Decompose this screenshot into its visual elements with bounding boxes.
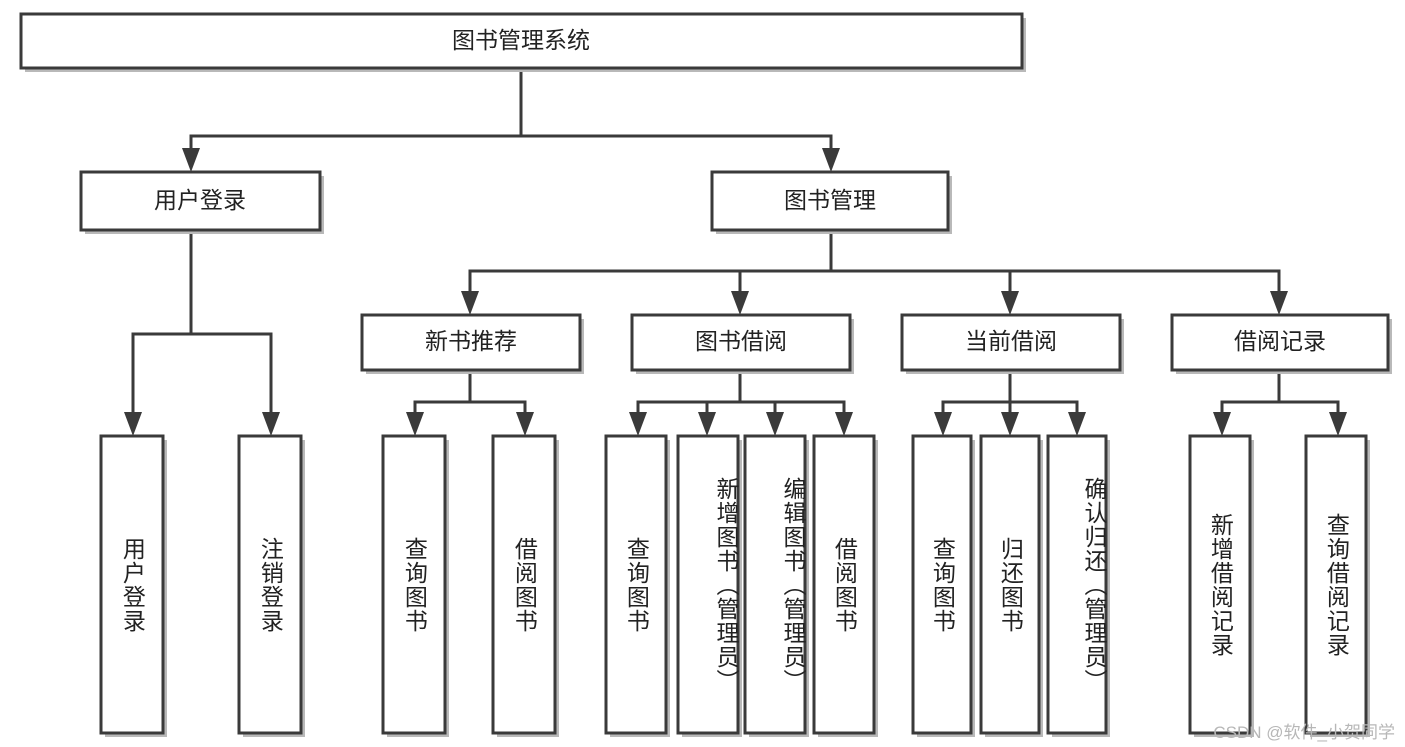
node-book-management-label: 图书管理: [784, 187, 876, 213]
node-borrow-record[interactable]: 借阅记录: [1170, 313, 1392, 374]
leaf-currentborrow-return[interactable]: [979, 434, 1043, 737]
arrow-head-borrow-record: [1270, 291, 1288, 315]
leaf-user-login[interactable]: [99, 434, 167, 737]
leaf-borrowrecord-query-box[interactable]: [1304, 434, 1368, 735]
connector-layer: [124, 66, 1347, 436]
node-user-login[interactable]: 用户登录: [79, 170, 324, 234]
leaf-bookborrow-add[interactable]: [676, 434, 742, 737]
node-book-borrow-box[interactable]: [630, 313, 852, 372]
node-borrow-record-label: 借阅记录: [1234, 328, 1326, 354]
leaf-borrowrecord-add-box[interactable]: [1188, 434, 1252, 735]
node-root-label: 图书管理系统: [452, 27, 590, 53]
arrow-head-leaf-logout: [262, 412, 280, 436]
arrow-head-newbook-leaf1: [406, 412, 424, 436]
leaf-user-login-box[interactable]: [99, 434, 165, 735]
arrow-head-borrowrecord-leaf2: [1329, 412, 1347, 436]
node-new-book-recommend[interactable]: 新书推荐: [360, 313, 584, 374]
arrow-head-borrowrecord-leaf1: [1213, 412, 1231, 436]
leaf-borrowrecord-query[interactable]: [1304, 434, 1370, 737]
node-book-management[interactable]: 图书管理: [710, 170, 952, 234]
arrow-head-bookborrow-leaf2: [698, 412, 716, 436]
leaf-logout[interactable]: [237, 434, 305, 737]
node-borrow-record-box[interactable]: [1170, 313, 1390, 372]
arrow-head-bookborrow-leaf1: [629, 412, 647, 436]
node-new-book-recommend-box[interactable]: [360, 313, 582, 372]
arrow-head-current-borrow: [1001, 291, 1019, 315]
leaf-bookborrow-edit[interactable]: [743, 434, 809, 737]
arrow-head-new-book: [461, 291, 479, 315]
node-current-borrow-label: 当前借阅: [965, 328, 1057, 354]
leaf-bookborrow-edit-box[interactable]: [743, 434, 807, 735]
arrow-head-bookborrow-leaf3: [766, 412, 784, 436]
leaf-bookborrow-add-box[interactable]: [676, 434, 740, 735]
node-current-borrow[interactable]: 当前借阅: [900, 313, 1124, 374]
arrow-head-currentborrow-leaf1: [934, 412, 952, 436]
leaf-borrowrecord-add[interactable]: [1188, 434, 1254, 737]
arrow-head-user-login: [182, 148, 200, 172]
leaf-newbook-query-box[interactable]: [381, 434, 447, 735]
leaf-newbook-borrow[interactable]: [491, 434, 559, 737]
leaf-currentborrow-query[interactable]: [911, 434, 975, 737]
node-book-borrow-label: 图书借阅: [695, 328, 787, 354]
node-user-login-label: 用户登录: [154, 187, 246, 213]
arrow-head-currentborrow-leaf3: [1068, 412, 1086, 436]
leaf-newbook-borrow-box[interactable]: [491, 434, 557, 735]
watermark-text: CSDN @软件_小贺同学: [1213, 723, 1395, 742]
leaf-currentborrow-return-box[interactable]: [979, 434, 1041, 735]
leaf-newbook-query[interactable]: [381, 434, 449, 737]
leaf-bookborrow-query-box[interactable]: [604, 434, 668, 735]
leaf-currentborrow-query-box[interactable]: [911, 434, 973, 735]
leaf-bookborrow-query[interactable]: [604, 434, 670, 737]
arrow-head-bookborrow-leaf4: [835, 412, 853, 436]
node-current-borrow-box[interactable]: [900, 313, 1122, 372]
node-user-login-box[interactable]: [79, 170, 322, 232]
arrow-head-book-borrow: [731, 291, 749, 315]
node-new-book-recommend-label: 新书推荐: [425, 328, 517, 354]
arrow-head-currentborrow-leaf2: [1001, 412, 1019, 436]
leaf-bookborrow-borrow-box[interactable]: [812, 434, 876, 735]
leaf-logout-box[interactable]: [237, 434, 303, 735]
arrow-head-newbook-leaf2: [516, 412, 534, 436]
leaf-currentborrow-confirm[interactable]: [1046, 434, 1110, 737]
node-root-box[interactable]: [19, 12, 1024, 70]
node-book-borrow[interactable]: 图书借阅: [630, 313, 854, 374]
node-book-management-box[interactable]: [710, 170, 950, 232]
node-root[interactable]: 图书管理系统: [19, 12, 1026, 72]
leaf-currentborrow-confirm-box[interactable]: [1046, 434, 1108, 735]
leaf-bookborrow-borrow[interactable]: [812, 434, 878, 737]
arrow-head-book-mgmt: [822, 148, 840, 172]
arrow-head-leaf-user-login: [124, 412, 142, 436]
